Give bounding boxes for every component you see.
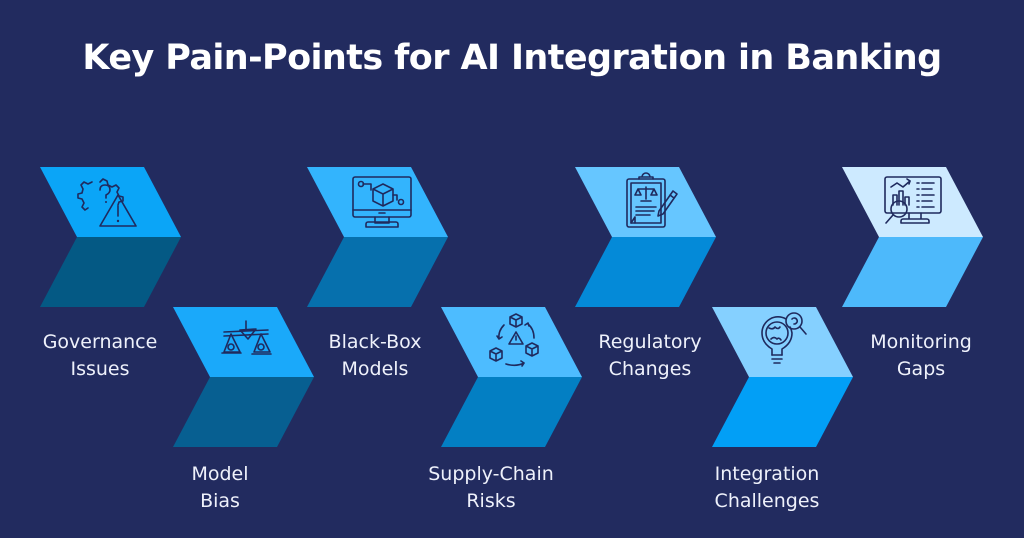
step-7-label: Monitoring Gaps xyxy=(841,329,1001,383)
step-3-chevron-bottom xyxy=(307,237,448,307)
step-4-label-line1: Supply-Chain xyxy=(428,463,554,485)
cycle-cubes-warning-icon xyxy=(489,313,539,367)
step-3-label-line2: Models xyxy=(341,358,409,380)
step-5-chevron-bottom xyxy=(575,237,716,307)
step-2-label-line1: Model xyxy=(191,463,249,485)
bulb-globe-search-icon xyxy=(761,312,807,364)
step-7-label-line1: Monitoring xyxy=(870,331,972,353)
clipboard-law-pen-icon xyxy=(626,172,678,228)
step-4-chevron xyxy=(441,307,582,447)
step-1-chevron-bottom xyxy=(40,237,181,307)
gear-question-warning-icon xyxy=(77,178,137,227)
step-5-label-line2: Changes xyxy=(608,358,692,380)
step-6-label: Integration Challenges xyxy=(687,461,847,515)
step-3-label-line1: Black-Box xyxy=(328,331,422,353)
step-3-chevron-top xyxy=(307,167,448,237)
monitor-analytics-search-icon xyxy=(884,176,942,224)
step-6-chevron-bottom xyxy=(712,377,853,447)
step-1-label-line2: Issues xyxy=(70,358,130,380)
step-5-label-line1: Regulatory xyxy=(598,331,702,353)
monitor-cube-icon xyxy=(352,176,412,228)
page-title: Key Pain-Points for AI Integration in Ba… xyxy=(82,38,942,78)
step-7-chevron-top xyxy=(842,167,983,237)
step-1-label-line1: Governance xyxy=(42,331,158,353)
step-6-chevron xyxy=(712,307,853,447)
step-7-label-line2: Gaps xyxy=(896,358,946,380)
step-1-label: Governance Issues xyxy=(20,329,180,383)
step-3-label: Black-Box Models xyxy=(295,329,455,383)
step-2-chevron xyxy=(173,307,314,447)
step-7-chevron-bottom xyxy=(842,237,983,307)
step-5-label: Regulatory Changes xyxy=(570,329,730,383)
step-4-chevron-bottom xyxy=(441,377,582,447)
step-5-chevron xyxy=(575,167,716,307)
step-3-chevron xyxy=(307,167,448,307)
step-7-chevron xyxy=(842,167,983,307)
step-2-chevron-top xyxy=(173,307,314,377)
step-2-label: Model Bias xyxy=(140,461,300,515)
step-6-label-line2: Challenges xyxy=(714,490,820,512)
step-2-label-line2: Bias xyxy=(200,490,240,512)
step-1-chevron-top xyxy=(40,167,181,237)
step-4-label: Supply-Chain Risks xyxy=(411,461,571,515)
step-5-chevron-top xyxy=(575,167,716,237)
step-4-chevron-top xyxy=(441,307,582,377)
step-6-label-line1: Integration xyxy=(714,463,820,485)
step-4-label-line2: Risks xyxy=(466,490,516,512)
step-2-chevron-bottom xyxy=(173,377,314,447)
balance-scale-icon xyxy=(221,320,272,355)
step-1-chevron xyxy=(40,167,181,307)
